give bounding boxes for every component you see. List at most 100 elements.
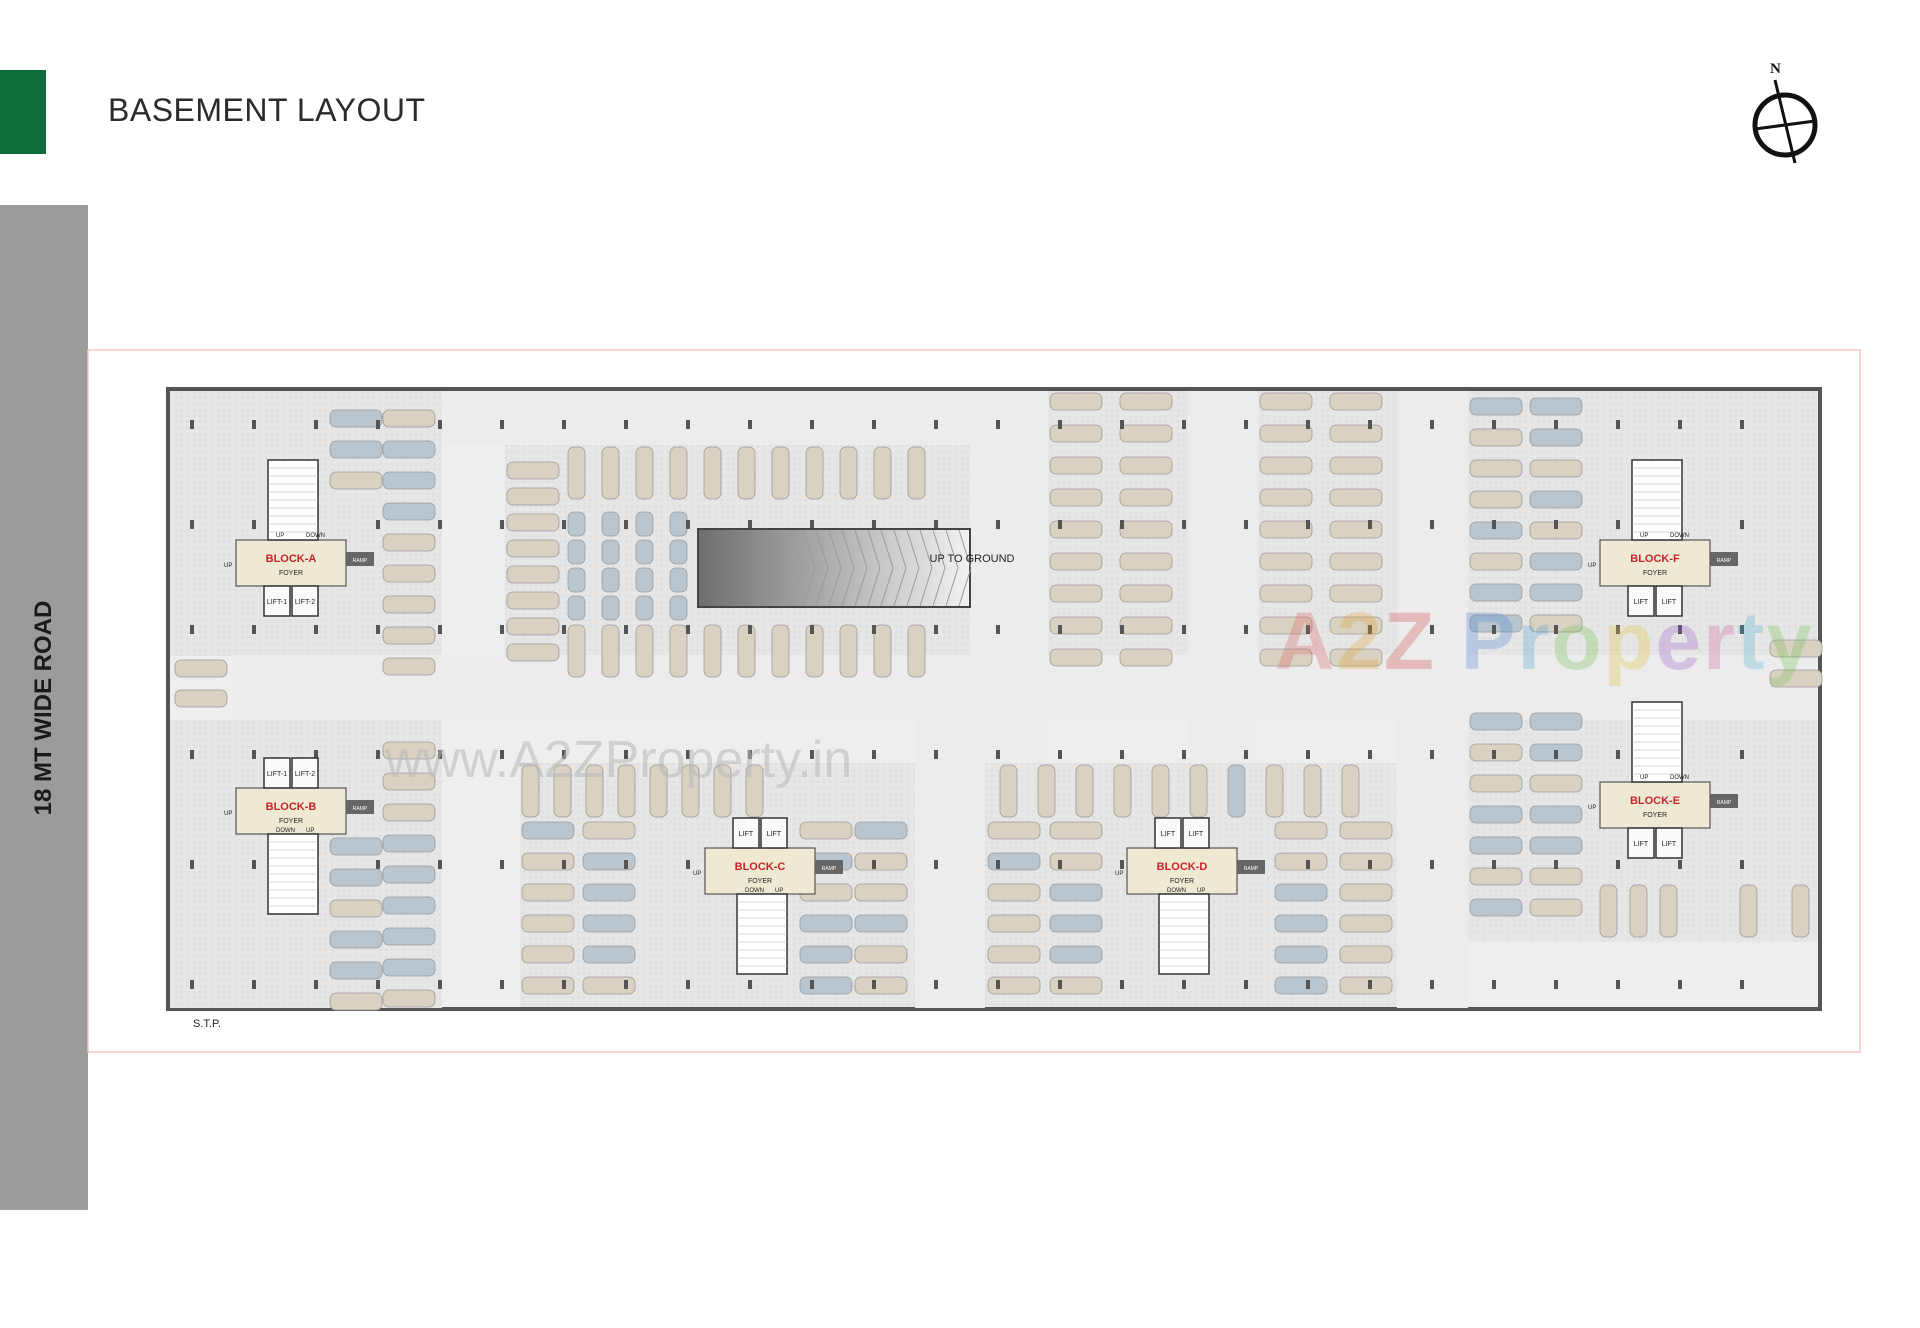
- column: [1120, 520, 1124, 529]
- lift-label: LIFT: [1662, 841, 1677, 848]
- lift-label: LIFT: [739, 831, 754, 838]
- ramp-step: [945, 529, 959, 569]
- parking-bay: [805, 624, 824, 678]
- foyer-label: FOYER: [1170, 878, 1194, 885]
- parking-bay: [987, 914, 1041, 933]
- parking-bay: [567, 539, 586, 565]
- foyer-label: FOYER: [748, 878, 772, 885]
- block-ramp: [346, 800, 374, 814]
- parking-bay: [1529, 712, 1583, 731]
- parking-bay: [382, 409, 436, 428]
- column: [1058, 625, 1062, 634]
- parking-bay: [635, 511, 654, 537]
- column: [1492, 860, 1496, 869]
- column: [872, 980, 876, 989]
- parking-bay: [805, 446, 824, 500]
- column: [996, 750, 1000, 759]
- parking-bay: [1274, 852, 1328, 871]
- column: [562, 420, 566, 429]
- parking-bay: [1049, 488, 1103, 507]
- parking-bay: [669, 539, 688, 565]
- column: [1244, 520, 1248, 529]
- column: [686, 750, 690, 759]
- parking-bay: [771, 624, 790, 678]
- parking-bay: [1329, 424, 1383, 443]
- column: [252, 420, 256, 429]
- column: [314, 750, 318, 759]
- parking-bay: [382, 927, 436, 946]
- parking-bay: [567, 511, 586, 537]
- column: [872, 520, 876, 529]
- parking-bay: [1049, 821, 1103, 840]
- parking-bay: [382, 471, 436, 490]
- ramp-step: [880, 529, 894, 569]
- column: [1430, 625, 1434, 634]
- parking-bay: [669, 511, 688, 537]
- parking-bay: [987, 883, 1041, 902]
- column: [1554, 860, 1558, 869]
- driveways: [232, 391, 1818, 1008]
- parking-bay: [1469, 805, 1523, 824]
- parking-bay: [521, 883, 575, 902]
- parking-bay: [382, 741, 436, 760]
- column: [1554, 520, 1558, 529]
- parking-bay: [669, 567, 688, 593]
- parking-bay: [1329, 520, 1383, 539]
- parking-bay: [635, 567, 654, 593]
- stair-direction-label: UP: [1640, 533, 1648, 539]
- column: [996, 980, 1000, 989]
- north-arrow-icon: N: [1752, 61, 1818, 164]
- parking-bay: [506, 643, 560, 662]
- foyer-label: FOYER: [1643, 812, 1667, 819]
- column: [810, 520, 814, 529]
- column: [1306, 520, 1310, 529]
- parking-bay: [1469, 552, 1523, 571]
- column: [562, 860, 566, 869]
- parking-bay: [1329, 488, 1383, 507]
- block-ramp-label: RAMP: [822, 866, 837, 872]
- parking-bay: [1119, 616, 1173, 635]
- parking-bay: [1529, 836, 1583, 855]
- column: [1678, 420, 1682, 429]
- column: [1616, 420, 1620, 429]
- block-label: BLOCK-A: [266, 553, 317, 565]
- driveway: [1188, 391, 1258, 763]
- column: [1182, 625, 1186, 634]
- parking-bay: [854, 852, 908, 871]
- column: [1368, 980, 1372, 989]
- parking-bay: [382, 595, 436, 614]
- parking-bay: [1049, 584, 1103, 603]
- lift-shaft: [1655, 827, 1683, 859]
- parking-bay: [1274, 945, 1328, 964]
- column: [314, 980, 318, 989]
- lift-label: LIFT: [1634, 841, 1649, 848]
- side-direction-label: UP: [224, 811, 232, 817]
- column: [562, 750, 566, 759]
- ramp-step: [906, 529, 920, 569]
- column: [376, 860, 380, 869]
- parking-bay: [601, 595, 620, 621]
- ramp-step: [867, 567, 881, 607]
- column: [314, 420, 318, 429]
- column: [810, 625, 814, 634]
- stair-direction-label: UP: [306, 828, 314, 834]
- parking-bay: [1529, 490, 1583, 509]
- lift-shaft: [732, 817, 760, 849]
- road-strip: [0, 205, 88, 1210]
- parking-bay: [382, 564, 436, 583]
- parking-bay: [1339, 976, 1393, 995]
- parking-bay: [521, 852, 575, 871]
- parking-bay: [1119, 648, 1173, 667]
- parking-bay: [582, 852, 636, 871]
- column: [438, 625, 442, 634]
- parking-bay: [521, 764, 540, 818]
- parking-bay: [635, 595, 654, 621]
- block-ramp-label: RAMP: [353, 558, 368, 564]
- driveway: [970, 445, 1048, 763]
- column: [314, 625, 318, 634]
- column: [1554, 420, 1558, 429]
- block-ramp-label: RAMP: [1717, 800, 1732, 806]
- block-label: BLOCK-C: [735, 861, 786, 873]
- parking-bay: [1629, 884, 1648, 938]
